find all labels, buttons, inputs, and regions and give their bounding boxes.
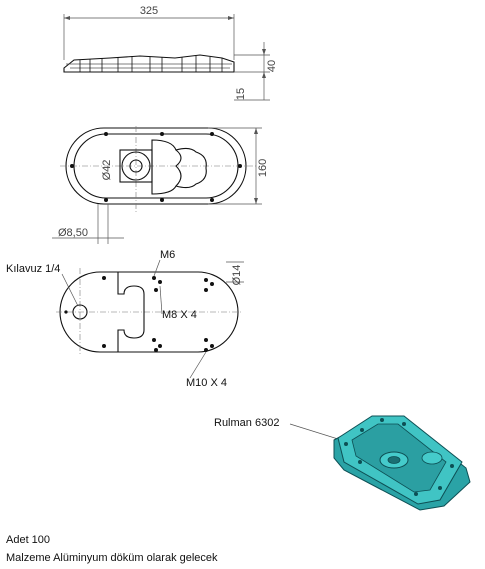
- callout-tap: Kılavuz 1/4: [6, 263, 60, 275]
- dim-bore-42: Ø42: [101, 160, 113, 181]
- tap-hole: [72, 304, 88, 320]
- side-view: 325 40 15: [63, 5, 278, 101]
- callout-m6: M6: [160, 249, 175, 261]
- dim-dia-14: Ø14: [231, 265, 243, 286]
- callout-bearing: Rulman 6302: [214, 417, 279, 429]
- dim-width-325: 325: [140, 5, 158, 17]
- callout-m10: M10 X 4: [186, 377, 227, 389]
- dim-height-40: 40: [266, 60, 278, 72]
- bottom-view: Ø14 Kılavuz 1/4 M6 M8 X 4 M10 X 4: [6, 249, 244, 389]
- callout-m8: M8 X 4: [162, 309, 197, 321]
- dim-hole-850: Ø8,50: [58, 227, 88, 239]
- dim-base-15: 15: [235, 88, 247, 100]
- bore-circle: [121, 151, 151, 181]
- isometric-model: Rulman 6302: [214, 415, 471, 511]
- plan-view: 160 Ø42 Ø8,50: [52, 126, 269, 244]
- material-note: Malzeme Alüminyum döküm olarak gelecek: [6, 552, 218, 564]
- quantity-note: Adet 100: [6, 534, 51, 546]
- dim-height-160: 160: [257, 159, 269, 177]
